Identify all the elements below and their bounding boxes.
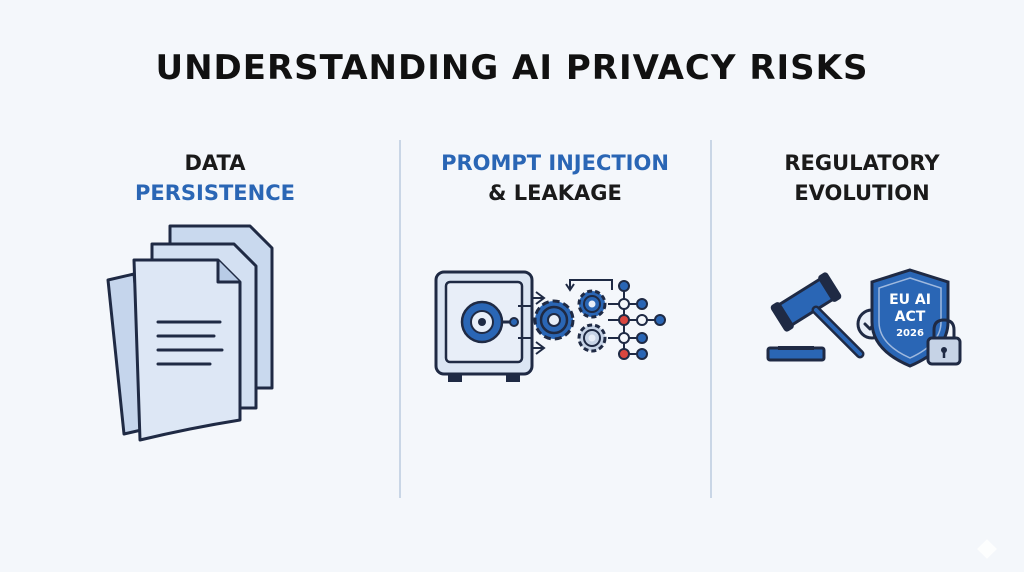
safe-icon — [434, 270, 534, 382]
documents-stack-icon — [106, 224, 274, 442]
lock-icon — [926, 318, 962, 366]
gavel-shield-icon: EU AI ACT 2026 — [766, 268, 962, 368]
watermark-sparkle-icon — [977, 539, 997, 559]
column-divider-left — [399, 140, 401, 498]
network-icon — [608, 286, 660, 355]
column-divider-right — [710, 140, 712, 498]
page-title: UNDERSTANDING AI PRIVACY RISKS — [155, 48, 869, 88]
heading-data-persistence: DATA PERSISTENCE — [115, 148, 315, 208]
heading-line-1: PROMPT INJECTION — [441, 151, 669, 175]
shield-line-3: 2026 — [896, 328, 924, 339]
gavel-icon — [766, 272, 865, 362]
shield-line-1: EU AI — [889, 292, 931, 308]
heading-line-2: PERSISTENCE — [135, 181, 295, 205]
shield-line-2: ACT — [895, 309, 926, 325]
heading-line-2: & LEAKAGE — [488, 181, 622, 205]
heading-prompt-injection: PROMPT INJECTION & LEAKAGE — [405, 148, 705, 208]
heading-line-1: DATA — [184, 151, 246, 175]
gear-icon — [533, 289, 607, 353]
heading-line-1: REGULATORY — [784, 151, 940, 175]
heading-line-2: EVOLUTION — [794, 181, 930, 205]
safe-gears-network-icon — [434, 270, 666, 382]
heading-regulatory-evolution: REGULATORY EVOLUTION — [742, 148, 982, 208]
